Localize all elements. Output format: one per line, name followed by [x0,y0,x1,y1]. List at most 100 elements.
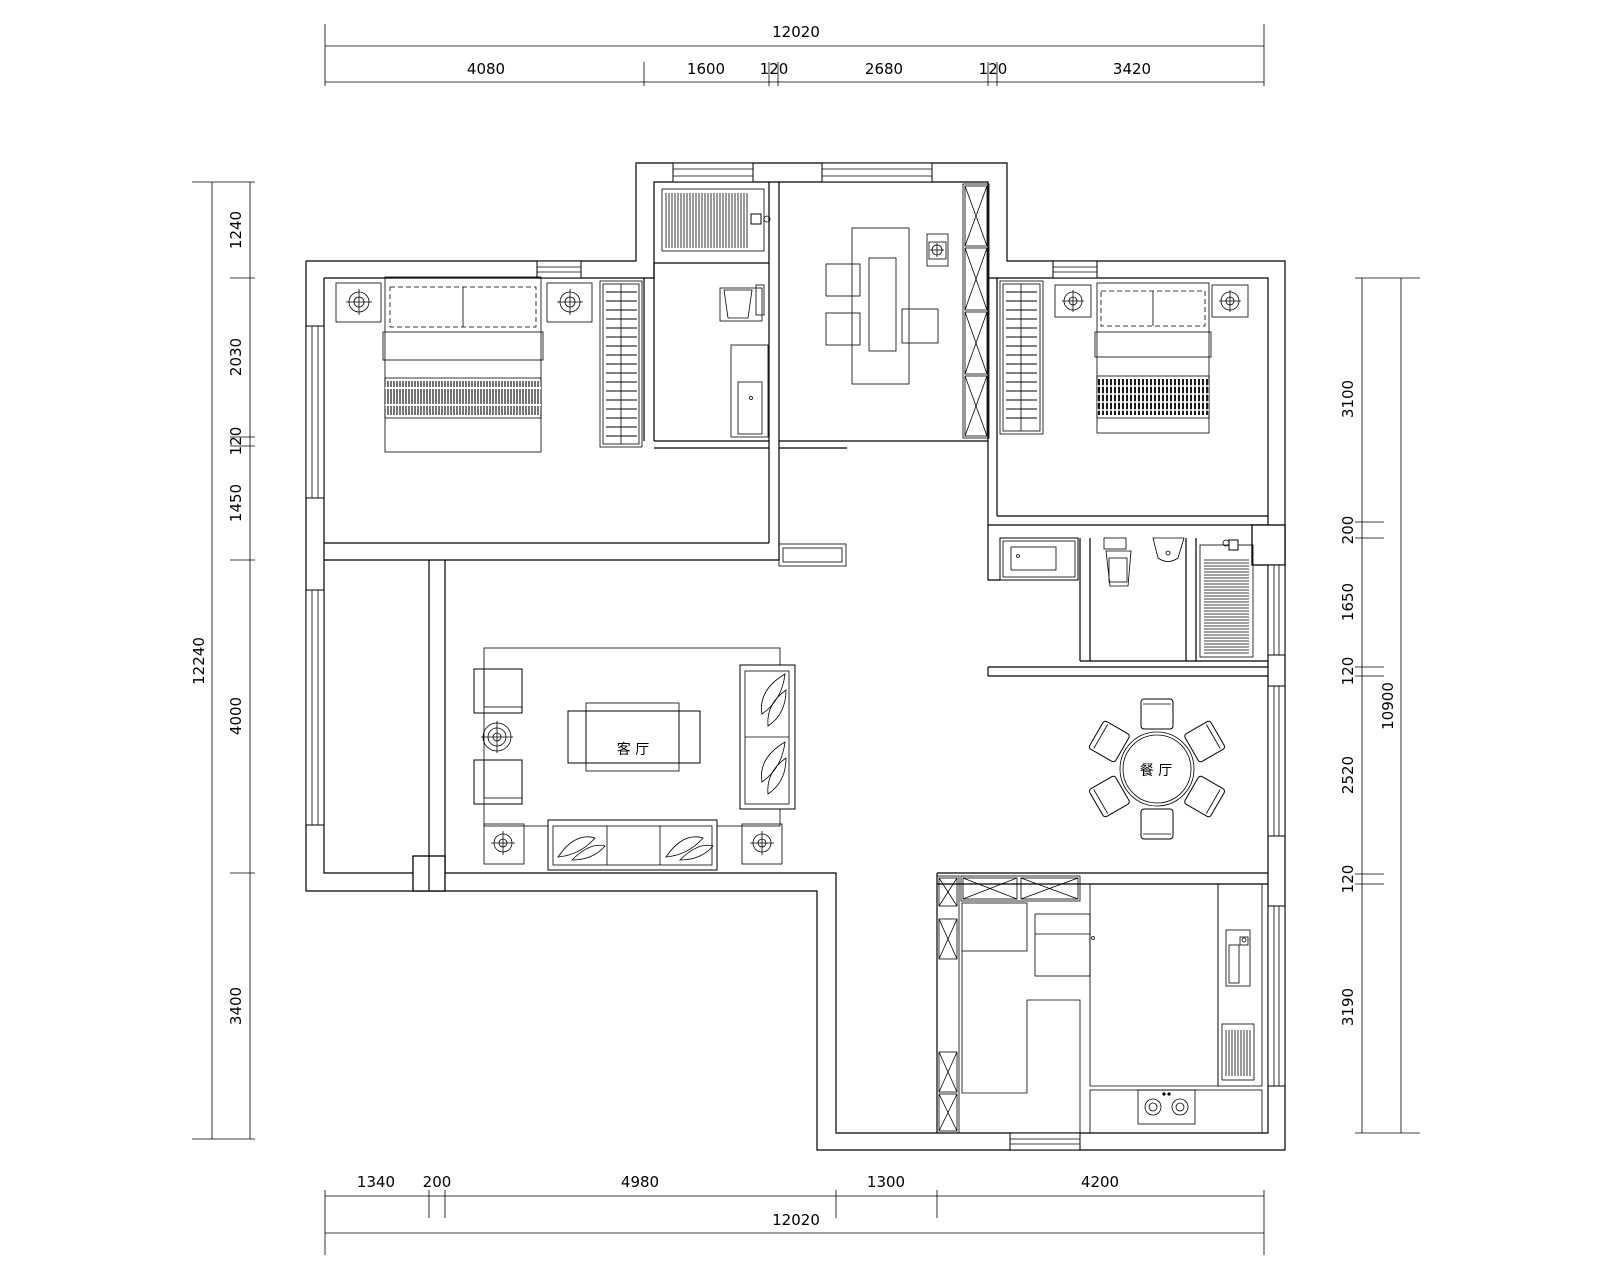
nightstand-lamp-icon [481,721,513,753]
living-room: 客 厅 [473,647,796,871]
window-icon [305,162,1286,1151]
wardrobe-icon [999,280,1044,435]
nightstand-lamp-icon [1054,284,1092,318]
cabinet-cross [938,877,958,907]
dim-top-3: 120 [760,60,789,78]
shower-icon [1221,1023,1255,1081]
chair-icon [1088,698,1226,840]
chair-icon [825,263,939,346]
study [825,183,990,439]
wardrobe-icon [962,183,990,439]
cabinet-panel [938,877,958,907]
nightstand-lamp-icon [741,823,783,865]
dim-bottom-5: 4200 [1081,1173,1119,1191]
wardrobe-icon [936,875,1081,1134]
cabinet-panel [938,1093,958,1132]
round-dining-table-icon [1119,731,1195,807]
chair-back [1205,789,1221,814]
chair-icon [1140,808,1174,840]
cabinet-cross [938,918,958,960]
dim-right-4: 120 [1339,657,1357,686]
cabinet-cross [964,375,988,437]
dim-top-2: 1600 [687,60,725,78]
dim-top-6: 3420 [1113,60,1151,78]
bathroom-1 [661,188,771,438]
chair-icon [1184,720,1226,763]
cabinet-cross [938,1051,958,1093]
nightstand-lamp-icon [335,282,382,323]
cabinet-panel [1020,877,1079,900]
chair-icon [1088,775,1130,818]
dim-right-2: 200 [1339,516,1357,545]
dimension-left: 12240 1240 2030 120 1450 4000 3400 [190,181,255,1140]
living-room-label: 客 厅 [617,741,649,758]
dim-right-6: 120 [1339,865,1357,894]
dimension-right: 10900 3100 200 1650 120 2520 120 3190 [1339,277,1420,1134]
shower-icon [1199,539,1254,658]
cabinet-panel [964,247,988,311]
chair-icon [1088,720,1130,763]
chair-seat [1088,775,1130,818]
armchair-icon [473,668,523,805]
nightstand-lamp-icon [926,233,949,267]
dim-left-1: 1240 [227,211,245,249]
bedroom-1 [335,276,643,453]
coffee-table-icon [567,702,701,772]
chair-seat [1140,808,1174,840]
dim-right-7: 3190 [1339,988,1357,1026]
chair-back [1093,724,1109,749]
cabinet-cross [938,1093,958,1132]
sofa-icon [739,664,796,810]
chair-back [1205,724,1221,749]
dim-left-5: 4000 [227,697,245,735]
sofa-icon [547,819,718,871]
desk-icon [851,227,910,385]
dining-room-label: 餐 厅 [1140,763,1172,779]
cabinet-cross [964,185,988,247]
bedroom-2 [999,280,1249,435]
chair-seat [1184,720,1226,763]
walls [305,162,1286,1151]
cabinet-cross [964,247,988,311]
kitchen-sink-icon [1152,537,1185,562]
dim-right-3: 1650 [1339,583,1357,621]
nightstand-lamp-icon [1211,284,1249,318]
dim-bottom-2: 200 [423,1173,452,1191]
dim-left-6: 3400 [227,987,245,1025]
shoe-cabinet-inner [782,547,843,563]
dim-top-total: 12020 [772,23,820,41]
dim-bottom-total: 12020 [772,1211,820,1229]
nightstand-lamp-icon [546,282,593,323]
cabinet-cross [964,311,988,375]
kitchen [936,875,1263,1134]
chair-seat [1140,698,1174,730]
chair-seat [1184,775,1226,818]
dim-right-1: 3100 [1339,380,1357,418]
dim-bottom-1: 1340 [357,1173,395,1191]
cabinet-panel [964,311,988,375]
cabinet-panel [964,185,988,247]
double-bed-icon [1094,282,1212,434]
cabinet-cross [962,877,1018,900]
chair-back [1093,789,1109,814]
nightstand-lamp-icon [483,823,525,865]
stove-icon [1137,1089,1196,1125]
dim-left-2: 2030 [227,338,245,376]
cabinet-panel [962,877,1018,900]
shoe-cabinet [778,543,847,567]
dim-top-1: 4080 [467,60,505,78]
chair-icon [1140,698,1174,730]
dim-left-total: 12240 [190,637,208,685]
bed-blanket-stripes [385,381,541,415]
bathtub-icon [730,344,769,438]
dim-left-4: 1450 [227,484,245,522]
dining-room: 餐 厅 [1088,698,1226,840]
cabinet-panel [938,918,958,960]
dim-bottom-4: 1300 [867,1173,905,1191]
dim-right-5: 2520 [1339,756,1357,794]
cabinet-panel [964,375,988,437]
dim-bottom-3: 4980 [621,1173,659,1191]
kitchen-sink-icon [1225,929,1251,987]
dim-left-3: 120 [227,427,245,456]
